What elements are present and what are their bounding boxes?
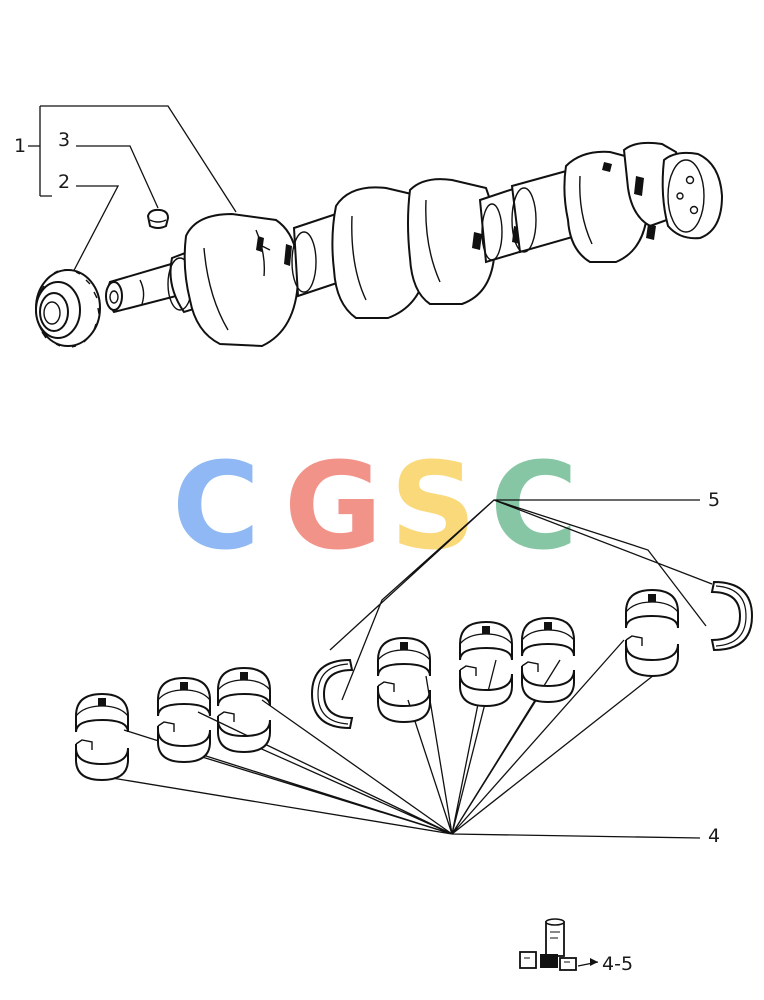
timing-gear-icon [35, 269, 101, 348]
callout-2: 2 [58, 171, 120, 279]
callout-5-label: 5 [708, 489, 720, 511]
callout-4-label: 4 [708, 825, 720, 847]
callout-1-label: 1 [14, 135, 26, 157]
bearing-shell-icon [217, 667, 271, 753]
callout-2-label: 2 [58, 171, 70, 193]
woodruff-key-icon [146, 208, 170, 229]
bearing-shell-icon [625, 589, 679, 677]
thrust-washer-icon [311, 659, 353, 729]
bearing-shell-icon [157, 677, 211, 763]
watermark-letter-c2: C [490, 438, 578, 577]
bearing-shell-icon [521, 617, 575, 703]
bearing-shell-icon [459, 621, 513, 707]
callout-3-label: 3 [58, 129, 70, 151]
thrust-washer-icon [711, 581, 753, 651]
callout-4-5: 4-5 [577, 953, 633, 975]
callout-1-bracket: 1 [14, 105, 237, 213]
callout-3: 3 [58, 129, 159, 209]
bearing-kit-icon [519, 918, 577, 971]
bearing-shell-icon [377, 637, 431, 723]
callout-5: 5 [329, 489, 720, 701]
watermark-letter-g: G [284, 438, 383, 577]
callout-4-5-label: 4-5 [602, 953, 633, 975]
bearing-shells [75, 589, 679, 781]
bearing-shell-icon [75, 693, 129, 781]
callout-4: 4 [111, 639, 720, 847]
crankshaft-icon [105, 141, 724, 348]
watermark-letter-c1: C [172, 438, 260, 577]
